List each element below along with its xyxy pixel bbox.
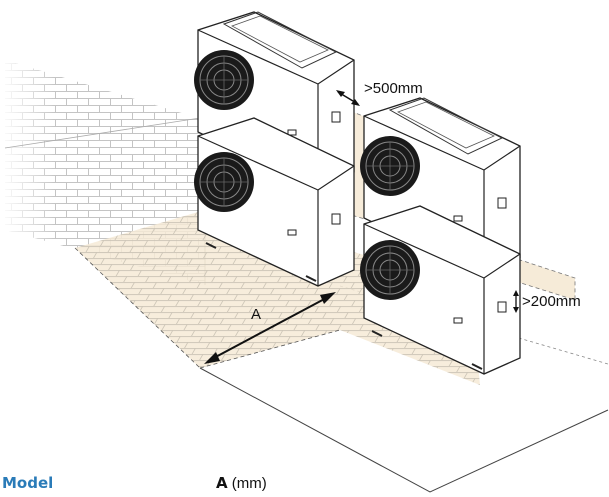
a-column-unit: (mm): [231, 475, 267, 492]
service-clearance-zone: [74, 210, 480, 385]
a-column-header: A (mm): [216, 474, 267, 492]
outdoor-unit-icon: [360, 205, 521, 375]
top-clearance-label: >500mm: [364, 80, 423, 97]
model-column-header: Model: [2, 474, 54, 492]
front-distance-dimension: A: [204, 292, 336, 364]
top-clearance-dimension: >500mm: [336, 80, 423, 106]
outdoor-unit-icon: [194, 117, 355, 287]
gap-clearance-dimension: >200mm: [513, 290, 581, 313]
gap-clearance-label: >200mm: [522, 293, 581, 310]
front-distance-label: A: [251, 306, 261, 323]
a-column-letter: A: [216, 474, 228, 492]
